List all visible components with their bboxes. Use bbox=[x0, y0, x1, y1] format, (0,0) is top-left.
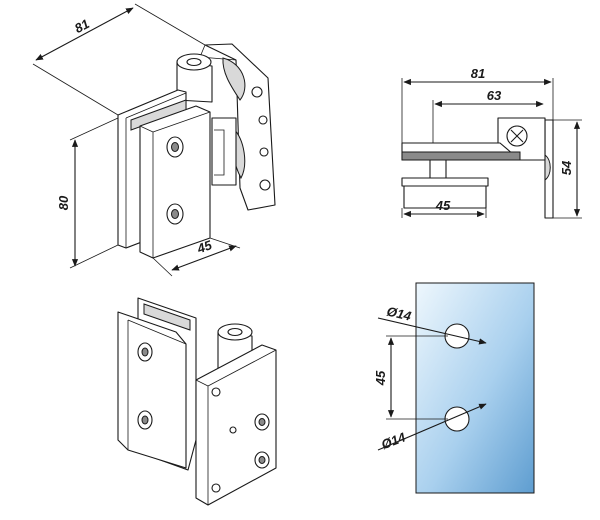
dim-plate-width: 45 bbox=[152, 237, 241, 277]
back-front-plate bbox=[117, 311, 187, 469]
side-clamp bbox=[401, 142, 521, 209]
side-dim-label-63: 63 bbox=[487, 88, 502, 103]
back-screw-top bbox=[137, 342, 153, 362]
dim-height: 80 bbox=[56, 117, 119, 269]
side-dim-label-54: 54 bbox=[559, 160, 574, 175]
side-dim-height: 54 bbox=[553, 119, 582, 219]
side-dim-label-45: 45 bbox=[435, 198, 451, 213]
iso-back-view bbox=[117, 297, 277, 506]
iso-front-view: 81 80 45 bbox=[32, 3, 276, 277]
front-cover-plate bbox=[139, 105, 211, 259]
side-dim-inner-width: 63 bbox=[432, 88, 544, 143]
screw-bottom bbox=[166, 203, 184, 225]
glass-panel bbox=[415, 282, 535, 494]
wall-screw-lower bbox=[254, 451, 270, 469]
side-dim-label-81: 81 bbox=[471, 66, 485, 81]
side-pivot-block bbox=[497, 117, 546, 161]
side-dim-overall-width: 81 bbox=[401, 66, 554, 143]
back-screw-bottom bbox=[137, 410, 153, 430]
dim-label-hole-top: Ø14 bbox=[385, 304, 413, 324]
hole-bottom bbox=[444, 406, 470, 432]
screw-top bbox=[166, 136, 184, 158]
side-view: 81 63 54 45 bbox=[401, 66, 582, 219]
dim-hole-spacing: 45 bbox=[373, 335, 448, 420]
wall-screw-upper bbox=[254, 413, 270, 431]
side-dim-plate-width: 45 bbox=[401, 198, 487, 218]
dim-label-80: 80 bbox=[56, 195, 71, 210]
dim-label-81: 81 bbox=[72, 16, 92, 36]
glass-cutout-view: Ø14 Ø14 45 bbox=[373, 282, 535, 494]
dim-label-hole-spacing: 45 bbox=[373, 370, 388, 386]
dim-width-top: 81 bbox=[32, 3, 206, 116]
dim-label-hole-bottom: Ø14 bbox=[379, 429, 408, 452]
back-wall-plate bbox=[195, 344, 277, 506]
dim-hole-top: Ø14 bbox=[377, 304, 487, 345]
dim-label-45: 45 bbox=[194, 237, 214, 257]
